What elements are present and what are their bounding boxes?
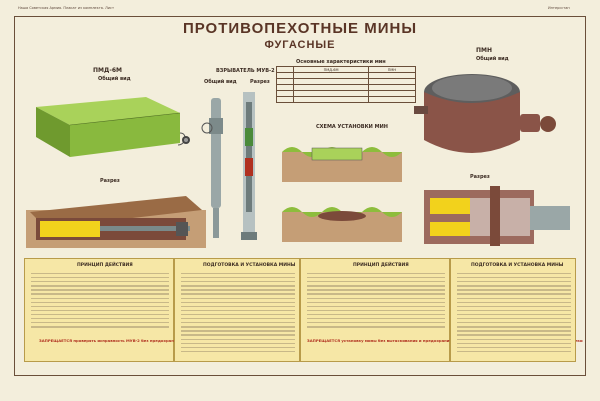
principle-left-panel: ПРИНЦИП ДЕЙСТВИЯ ЗАПРЕЩАЕТСЯ проверять и…	[24, 258, 246, 362]
install-scheme-label: СХЕМА УСТАНОВКИ МИН	[316, 124, 388, 130]
fuse-illustration	[201, 92, 257, 240]
prep-right-panel: ПОДГОТОВКА И УСТАНОВКА МИНЫ	[450, 258, 576, 362]
poster-frame	[14, 16, 586, 376]
prep-left-panel: ПОДГОТОВКА И УСТАНОВКА МИНЫ	[174, 258, 300, 362]
header-left-caption: Наша Советская Армия. Плакат из комплект…	[18, 6, 114, 10]
pmn-view-label: Общий вид	[476, 56, 509, 62]
header-right-caption: Интерсстан	[548, 6, 570, 10]
page-title: ПРОТИВОПЕХОТНЫЕ МИНЫ	[182, 20, 418, 37]
principle-right-heading: ПРИНЦИП ДЕЙСТВИЯ	[353, 263, 409, 268]
principle-right-panel: ПРИНЦИП ДЕЙСТВИЯ ЗАПРЕЩАЕТСЯ установку м…	[300, 258, 583, 362]
warning-right: ЗАПРЕЩАЕТСЯ установку мины без вытаскива…	[307, 338, 583, 343]
pmn-section-illustration	[420, 184, 580, 250]
fuse-section-label: Разрез	[250, 79, 270, 85]
fuse-name: ВЗРЫВАТЕЛЬ МУВ-2	[216, 68, 275, 74]
pmd-section-label: Разрез	[100, 178, 120, 184]
pmd-view-label: Общий вид	[98, 76, 131, 82]
table-caption: Основные характеристики мин	[296, 59, 386, 65]
fuse-view-label: Общий вид	[204, 79, 237, 85]
pmn-illustration	[414, 74, 556, 153]
warning-left: ЗАПРЕЩАЕТСЯ проверять исправность МУВ-2 …	[39, 338, 246, 343]
prep-right-heading: ПОДГОТОВКА И УСТАНОВКА МИНЫ	[471, 263, 564, 268]
pmd-section-illustration	[26, 196, 206, 248]
pmn-section-label: Разрез	[470, 174, 490, 180]
page-subtitle: ФУГАСНЫЕ	[264, 39, 336, 51]
principle-left-heading: ПРИНЦИП ДЕЙСТВИЯ	[77, 263, 133, 268]
pmd-box-illustration	[36, 97, 190, 157]
pmd-name: ПМД-6М	[93, 67, 122, 74]
pmn-name: ПМН	[476, 47, 493, 54]
prep-left-heading: ПОДГОТОВКА И УСТАНОВКА МИНЫ	[203, 263, 296, 268]
install-scheme-illustration	[282, 147, 402, 242]
